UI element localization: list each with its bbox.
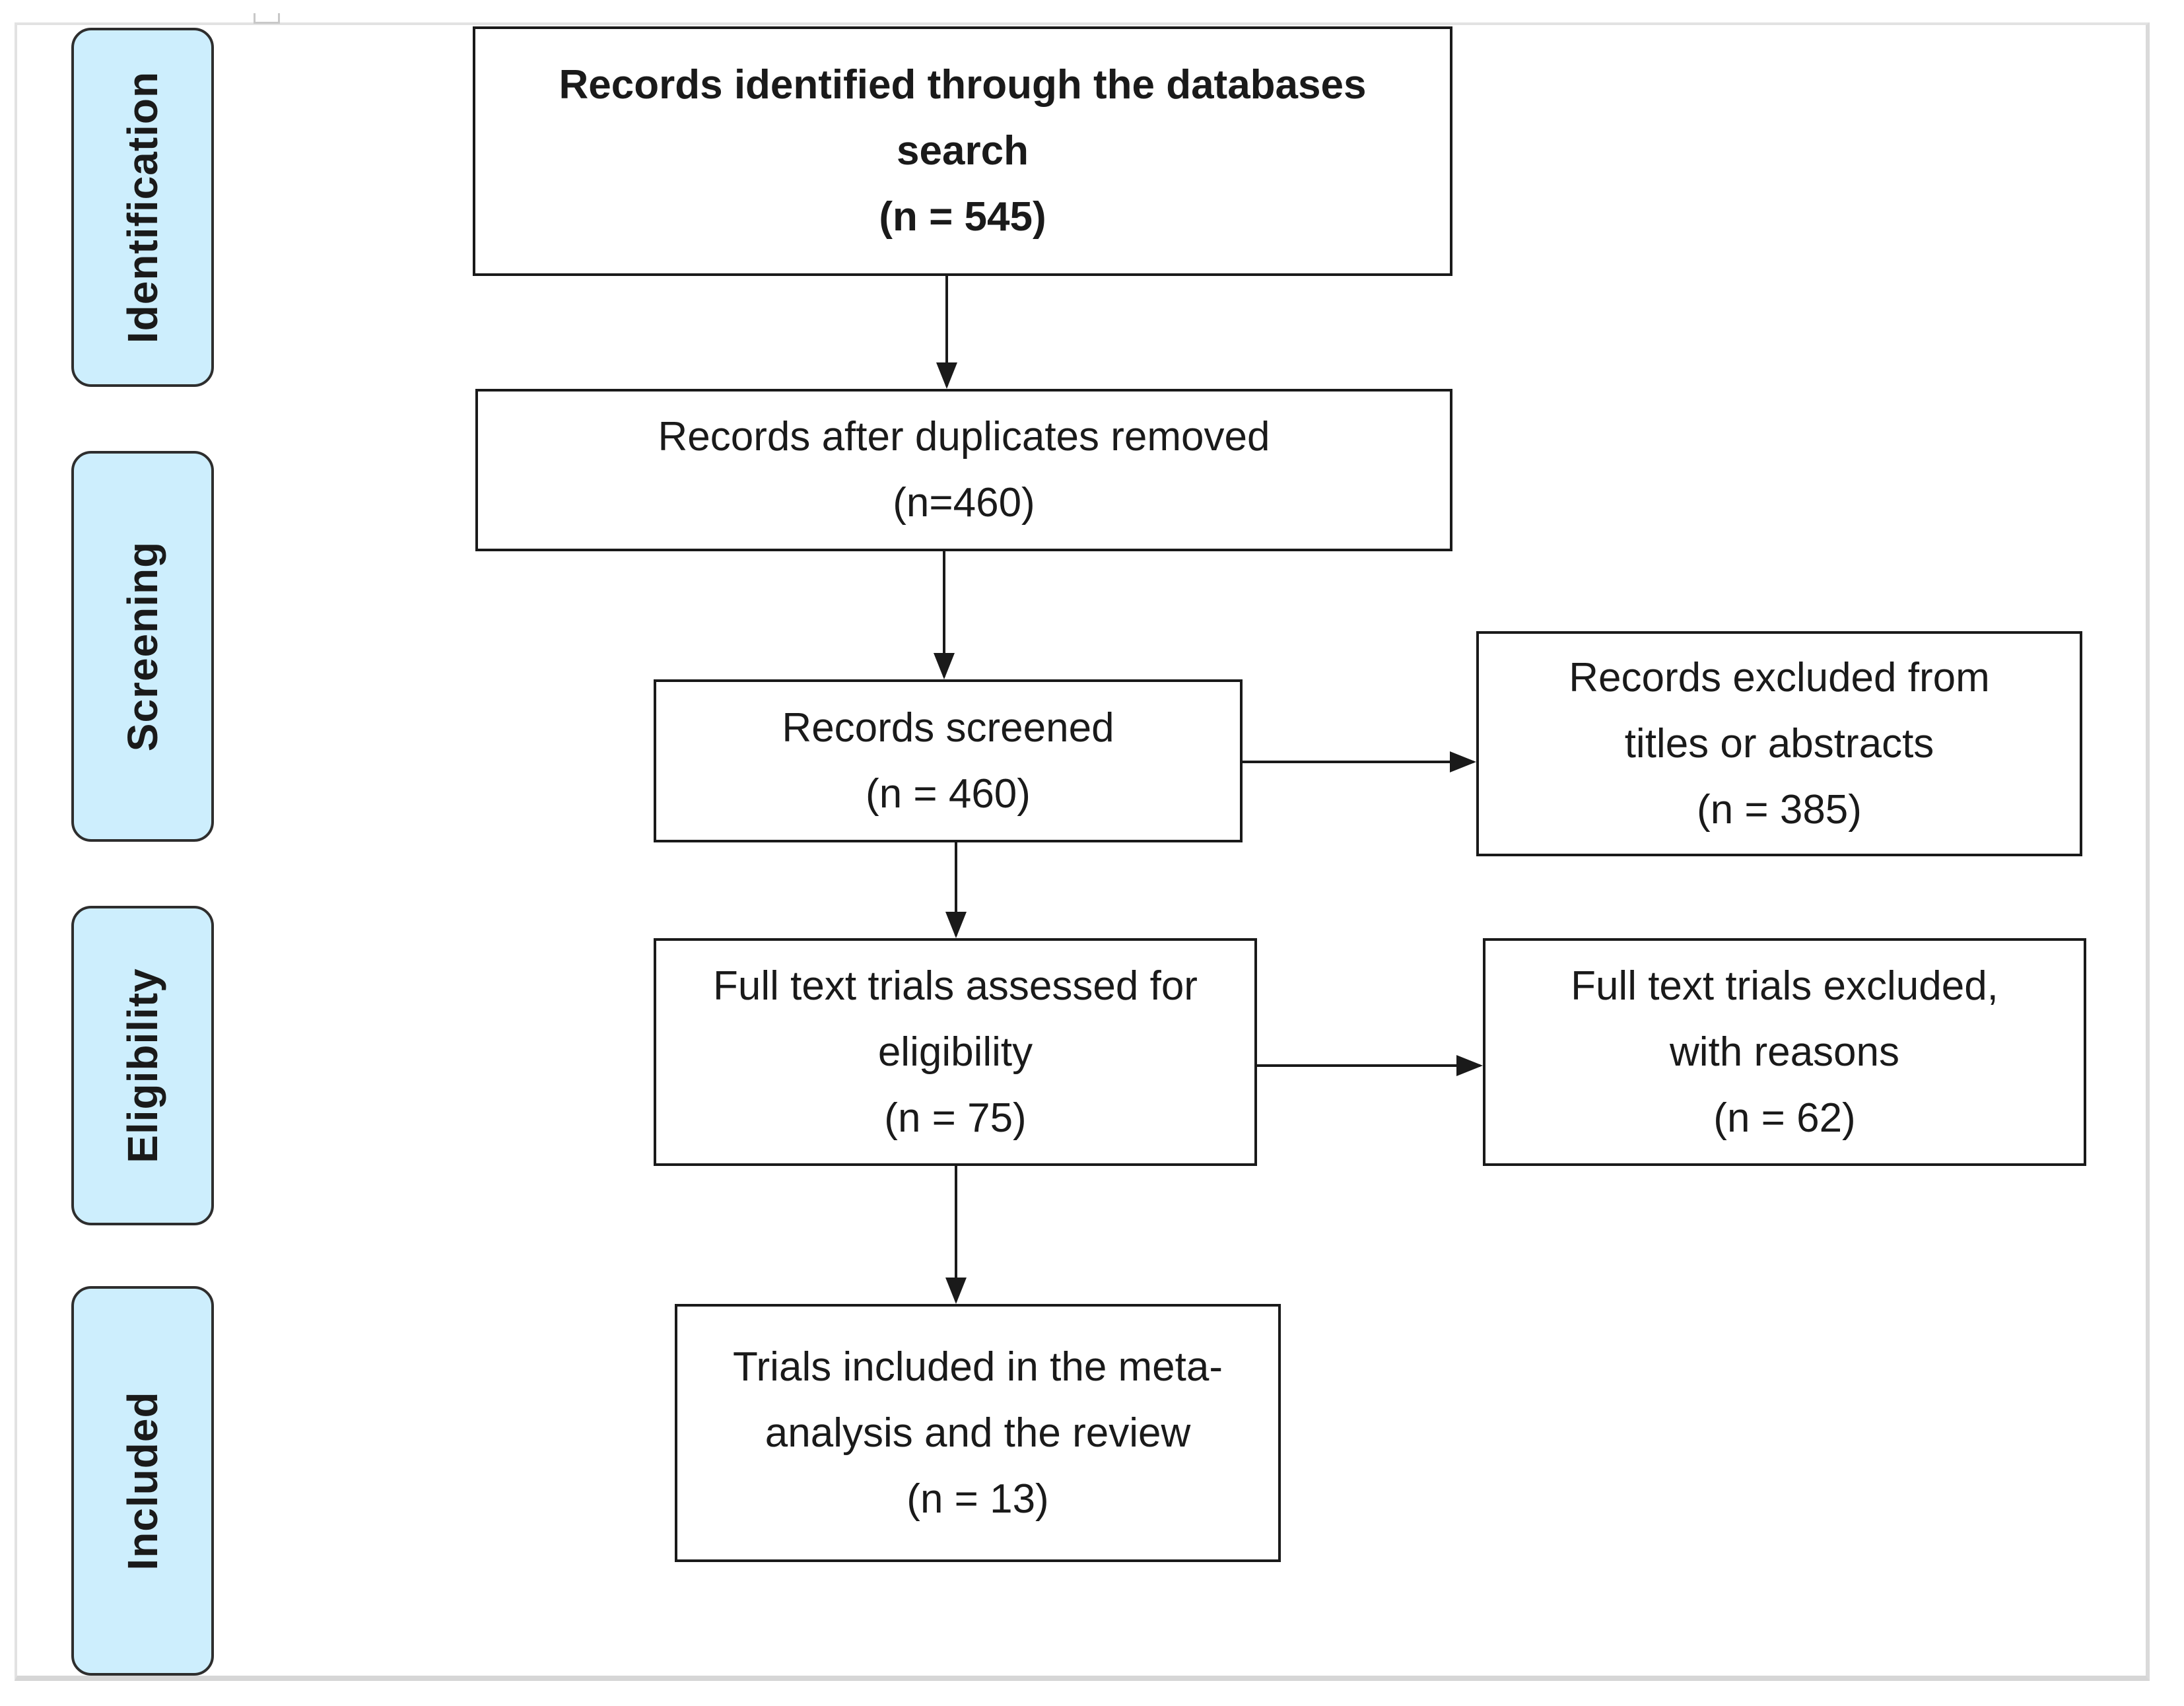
box-fulltext-assessed: Full text trials assessed for eligibilit… [654, 938, 1257, 1166]
box-trials-included-line1: Trials included in the meta- [732, 1344, 1223, 1390]
box-records-screened-count: (n = 460) [866, 770, 1031, 817]
box-fulltext-excluded: Full text trials excluded, with reasons … [1483, 938, 2086, 1166]
box-fulltext-assessed-line2: eligibility [877, 1029, 1033, 1075]
box-records-excluded-titles-line2: titles or abstracts [1624, 720, 1934, 767]
box-fulltext-assessed-count: (n = 75) [884, 1095, 1027, 1141]
box-fulltext-excluded-line2: with reasons [1669, 1029, 1900, 1075]
box-records-deduplicated: Records after duplicates removed (n=460) [475, 389, 1452, 551]
box-records-excluded-titles: Records excluded from titles or abstract… [1476, 631, 2082, 856]
stage-eligibility: Eligibility [71, 906, 214, 1225]
box-records-screened-line1: Records screened [782, 704, 1114, 751]
stage-identification: Identification [71, 28, 214, 387]
stage-included: Included [71, 1286, 214, 1676]
box-fulltext-assessed-line1: Full text trials assessed for [713, 963, 1198, 1009]
figure-frame [15, 22, 2150, 1681]
box-records-deduplicated-count: (n=460) [893, 480, 1035, 526]
box-records-identified-count: (n = 545) [879, 194, 1046, 240]
box-fulltext-excluded-count: (n = 62) [1713, 1095, 1856, 1141]
box-records-identified-line1: Records identified through the databases [559, 62, 1367, 108]
box-records-excluded-titles-count: (n = 385) [1697, 786, 1862, 833]
box-fulltext-excluded-line1: Full text trials excluded, [1571, 963, 1998, 1009]
frame-handle-mark [254, 13, 280, 24]
box-records-excluded-titles-line1: Records excluded from [1569, 654, 1990, 700]
box-trials-included: Trials included in the meta- analysis an… [675, 1304, 1281, 1562]
box-records-deduplicated-line1: Records after duplicates removed [658, 414, 1270, 460]
box-trials-included-line2: analysis and the review [765, 1410, 1191, 1456]
stage-screening: Screening [71, 451, 214, 842]
box-records-identified: Records identified through the databases… [473, 26, 1452, 276]
box-records-identified-line2: search [897, 128, 1029, 174]
box-trials-included-count: (n = 13) [906, 1476, 1049, 1522]
box-records-screened: Records screened (n = 460) [654, 679, 1243, 842]
